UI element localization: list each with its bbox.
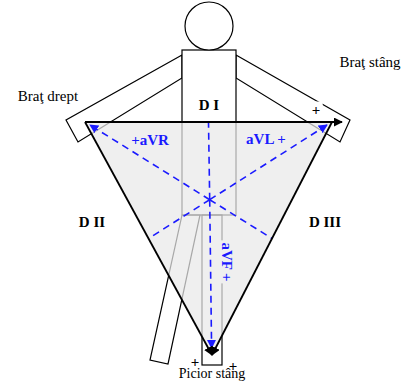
lead-name: aVF + (218, 240, 235, 283)
polarity-sign: + (310, 102, 323, 119)
augmented-leads (90, 122, 327, 348)
lead-name: +aVR (129, 132, 171, 149)
lead-name: D III (309, 214, 341, 231)
lead-name: D II (79, 214, 105, 231)
body-figure-faint (66, 50, 350, 365)
triangle-ground (85, 122, 332, 355)
limb-label: Picior stâng (179, 365, 246, 382)
median-line (209, 122, 210, 200)
median-line (149, 200, 210, 239)
lead-name: aVL + (244, 131, 288, 148)
median-line (210, 200, 272, 239)
lead-iii-line (212, 122, 332, 355)
lead-ii-line (85, 122, 212, 355)
limb-label: Braţ drept (18, 88, 78, 105)
avl-line (210, 125, 327, 200)
lead-name: D I (197, 97, 221, 114)
body-figure (66, 2, 350, 365)
avf-line (210, 200, 212, 348)
head (185, 2, 233, 50)
einthoven-triangle (85, 122, 342, 355)
limb-label: Braţ stâng (339, 54, 400, 71)
lead-i-line (85, 121, 342, 123)
